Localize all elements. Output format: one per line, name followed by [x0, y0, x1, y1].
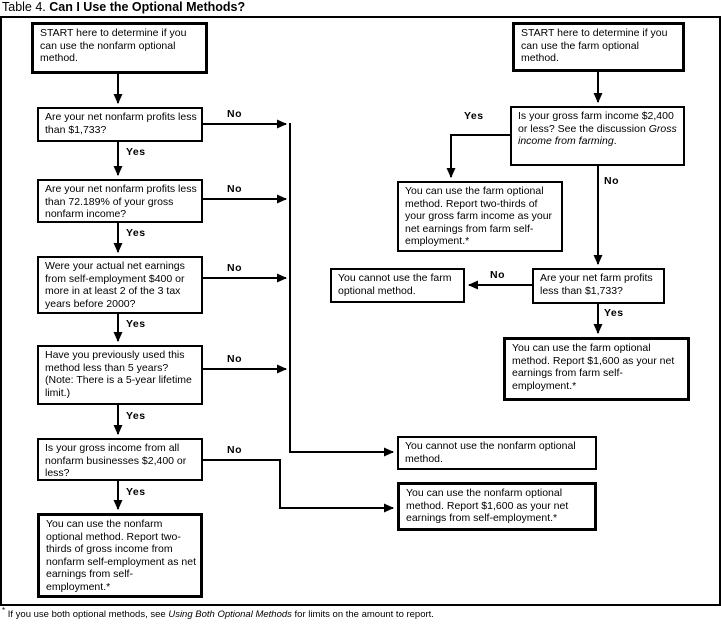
box-result-nonfarm-two-thirds: You can use the nonfarm optional method.…	[37, 513, 203, 598]
box-q-used-5-years: Have you previously used this method les…	[37, 345, 203, 405]
label-yes-3: Yes	[126, 318, 146, 330]
label-farm-no-1: No	[604, 175, 619, 187]
label-farm-no-2: No	[490, 269, 505, 281]
box-result-farm-1600: You can use the farm optional method. Re…	[503, 337, 690, 401]
box-result-cannot-farm: You cannot use the farm optional method.	[330, 268, 465, 303]
box-q-actual-net-400: Were your actual net earnings from self-…	[37, 256, 203, 314]
box-q-farm-profits-1733: Are your net farm profits less than $1,7…	[532, 268, 665, 304]
farm-gross-question-italic: Gross income from farming	[518, 122, 677, 148]
footnote: * If you use both optional methods, see …	[2, 605, 434, 621]
footnote-text-after: for limits on the amount to report.	[291, 609, 434, 620]
footnote-italic-reference: Using Both Optional Methods	[168, 609, 292, 620]
label-no-5: No	[227, 444, 242, 456]
box-q-nonfarm-profits-1733: Are your net nonfarm profits less than $…	[37, 107, 203, 142]
box-result-cannot-nonfarm: You cannot use the nonfarm optional meth…	[397, 436, 597, 470]
label-no-3: No	[227, 262, 242, 274]
flowchart-border-frame	[0, 16, 721, 606]
footnote-text-before: If you use both optional methods, see	[5, 609, 169, 620]
box-q-gross-nonfarm-2400: Is your gross income from all nonfarm bu…	[37, 438, 203, 481]
label-no-1: No	[227, 108, 242, 120]
table-title: Table 4. Can I Use the Optional Methods?	[2, 0, 245, 15]
box-result-nonfarm-1600: You can use the nonfarm optional method.…	[397, 482, 597, 531]
box-start-nonfarm: START here to determine if you can use t…	[31, 22, 208, 74]
box-q-nonfarm-profits-72pct: Are your net nonfarm profits less than 7…	[37, 179, 203, 223]
label-yes-5: Yes	[126, 486, 146, 498]
farm-gross-question-text: Is your gross farm income $2,400 or less…	[518, 110, 674, 135]
table-title-main: Can I Use the Optional Methods?	[49, 0, 246, 14]
farm-gross-question-end: .	[613, 135, 617, 147]
label-no-2: No	[227, 183, 242, 195]
label-no-4: No	[227, 353, 242, 365]
label-yes-4: Yes	[126, 410, 146, 422]
label-yes-2: Yes	[126, 227, 146, 239]
box-start-farm: START here to determine if you can use t…	[512, 22, 685, 72]
footnote-asterisk: *	[2, 605, 6, 615]
label-yes-1: Yes	[126, 146, 146, 158]
label-farm-yes-1: Yes	[464, 110, 484, 122]
box-q-farm-gross-2400: Is your gross farm income $2,400 or less…	[510, 106, 685, 166]
label-farm-yes-2: Yes	[604, 307, 624, 319]
table-title-prefix: Table 4.	[2, 0, 50, 14]
box-result-farm-two-thirds: You can use the farm optional method. Re…	[397, 181, 563, 252]
